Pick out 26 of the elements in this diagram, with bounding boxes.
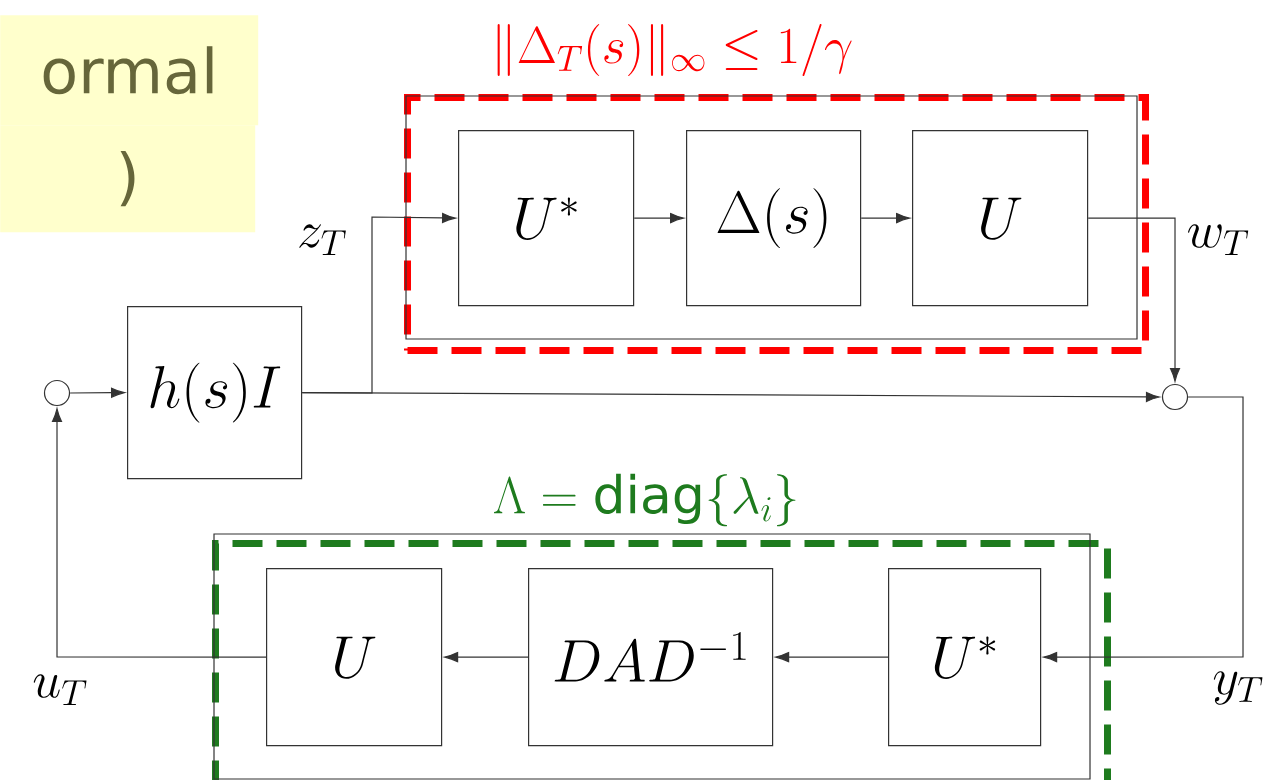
arrow (51, 408, 267, 658)
edge-label: $y_T$ (1213, 671, 1263, 705)
block-box: $DAD^{-1}$ (528, 568, 774, 747)
text-patch: ) (0, 125, 256, 233)
arrow (1087, 217, 1181, 382)
edge-label: $w_T$ (1188, 224, 1249, 256)
block-box: $\Delta(s)$ (686, 130, 862, 307)
edge-label: $z_T$ (299, 224, 346, 256)
frame-heading: $\Lambda = \mathrm{diag}\{\lambda_i\}$ (494, 473, 796, 527)
block-box: $U$ (266, 568, 443, 747)
block-box: $h(s)I$ (127, 306, 303, 480)
arrow (860, 213, 910, 224)
edge-label: $u_T$ (33, 674, 87, 706)
arrow (1043, 396, 1244, 663)
text-patch: ormal (0, 15, 259, 126)
arrow (69, 387, 125, 398)
frame-heading: $\|\Delta_T(s)\|_\infty \leq 1/\gamma$ (497, 24, 852, 76)
block-box: $U^*$ (458, 130, 635, 307)
arrow (301, 212, 456, 394)
summing-junction (1161, 383, 1189, 411)
block-box: $U^*$ (888, 568, 1042, 747)
block-box: $U$ (912, 130, 1089, 307)
arrow (775, 652, 889, 663)
arrow (633, 213, 684, 224)
arrow (444, 652, 529, 663)
summing-junction (43, 379, 71, 407)
